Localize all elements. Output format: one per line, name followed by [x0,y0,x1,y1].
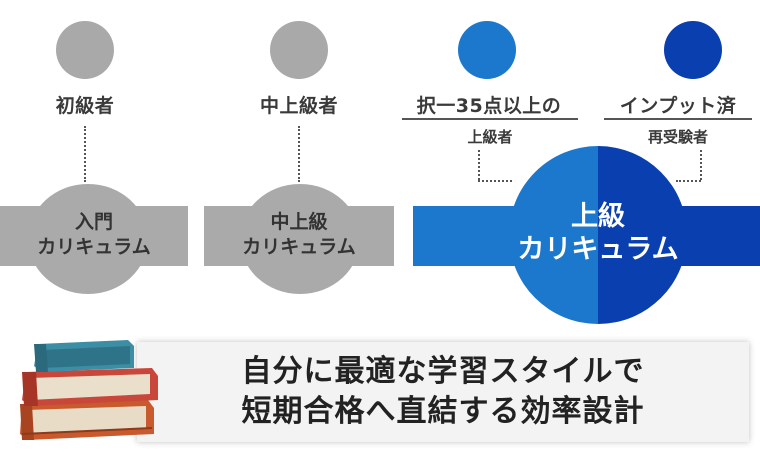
books-illustration [20,340,158,440]
course-title-intermediate: 中上級 [270,211,328,233]
connector-beginner [84,126,86,182]
connector-advanced-v [478,150,480,180]
connector-advanced-h [478,180,512,182]
course-title-intro: 入門 [74,211,113,233]
course-badge-intermediate [240,184,360,294]
summary-line-2: 短期合格へ直結する効率設計 [241,394,645,429]
level-label-beginner: 初級者 [55,95,115,117]
level-marker-retaker [664,21,722,79]
course-disc-advanced [509,146,687,324]
course-label-intro: 入門 カリキュラム [0,210,188,260]
level-label-intermediate: 中上級者 [259,95,338,117]
course-subtitle-intermediate: カリキュラム [242,236,356,258]
level-label-retaker: インプット済 [619,95,737,117]
connector-retaker-h [676,180,701,182]
sub-label-retaker: 再受験者 [647,128,708,146]
course-label-advanced: 上級 カリキュラム [509,200,687,266]
book-top [34,340,134,372]
sub-label-advanced: 上級者 [467,128,513,146]
level-marker-intermediate [270,21,328,79]
label-underline-retaker [604,118,752,120]
course-subtitle-advanced: カリキュラム [517,234,679,265]
course-badge-intro [28,184,148,294]
book-middle [22,368,158,406]
summary-line-1: 自分に最適な学習スタイルで [241,354,645,389]
course-subtitle-intro: カリキュラム [37,236,151,258]
summary-banner [137,342,749,442]
connector-intermediate [298,126,300,182]
course-title-advanced: 上級 [571,201,625,232]
summary-text: 自分に最適な学習スタイルで 短期合格へ直結する効率設計 [137,352,749,432]
level-label-advanced: 択一35点以上の [416,95,562,117]
level-marker-advanced [458,21,516,79]
label-underline-advanced [402,118,578,120]
book-bottom [20,400,154,440]
connector-retaker-v [700,150,702,180]
course-label-intermediate: 中上級 カリキュラム [204,210,394,260]
level-marker-beginner [56,21,114,79]
